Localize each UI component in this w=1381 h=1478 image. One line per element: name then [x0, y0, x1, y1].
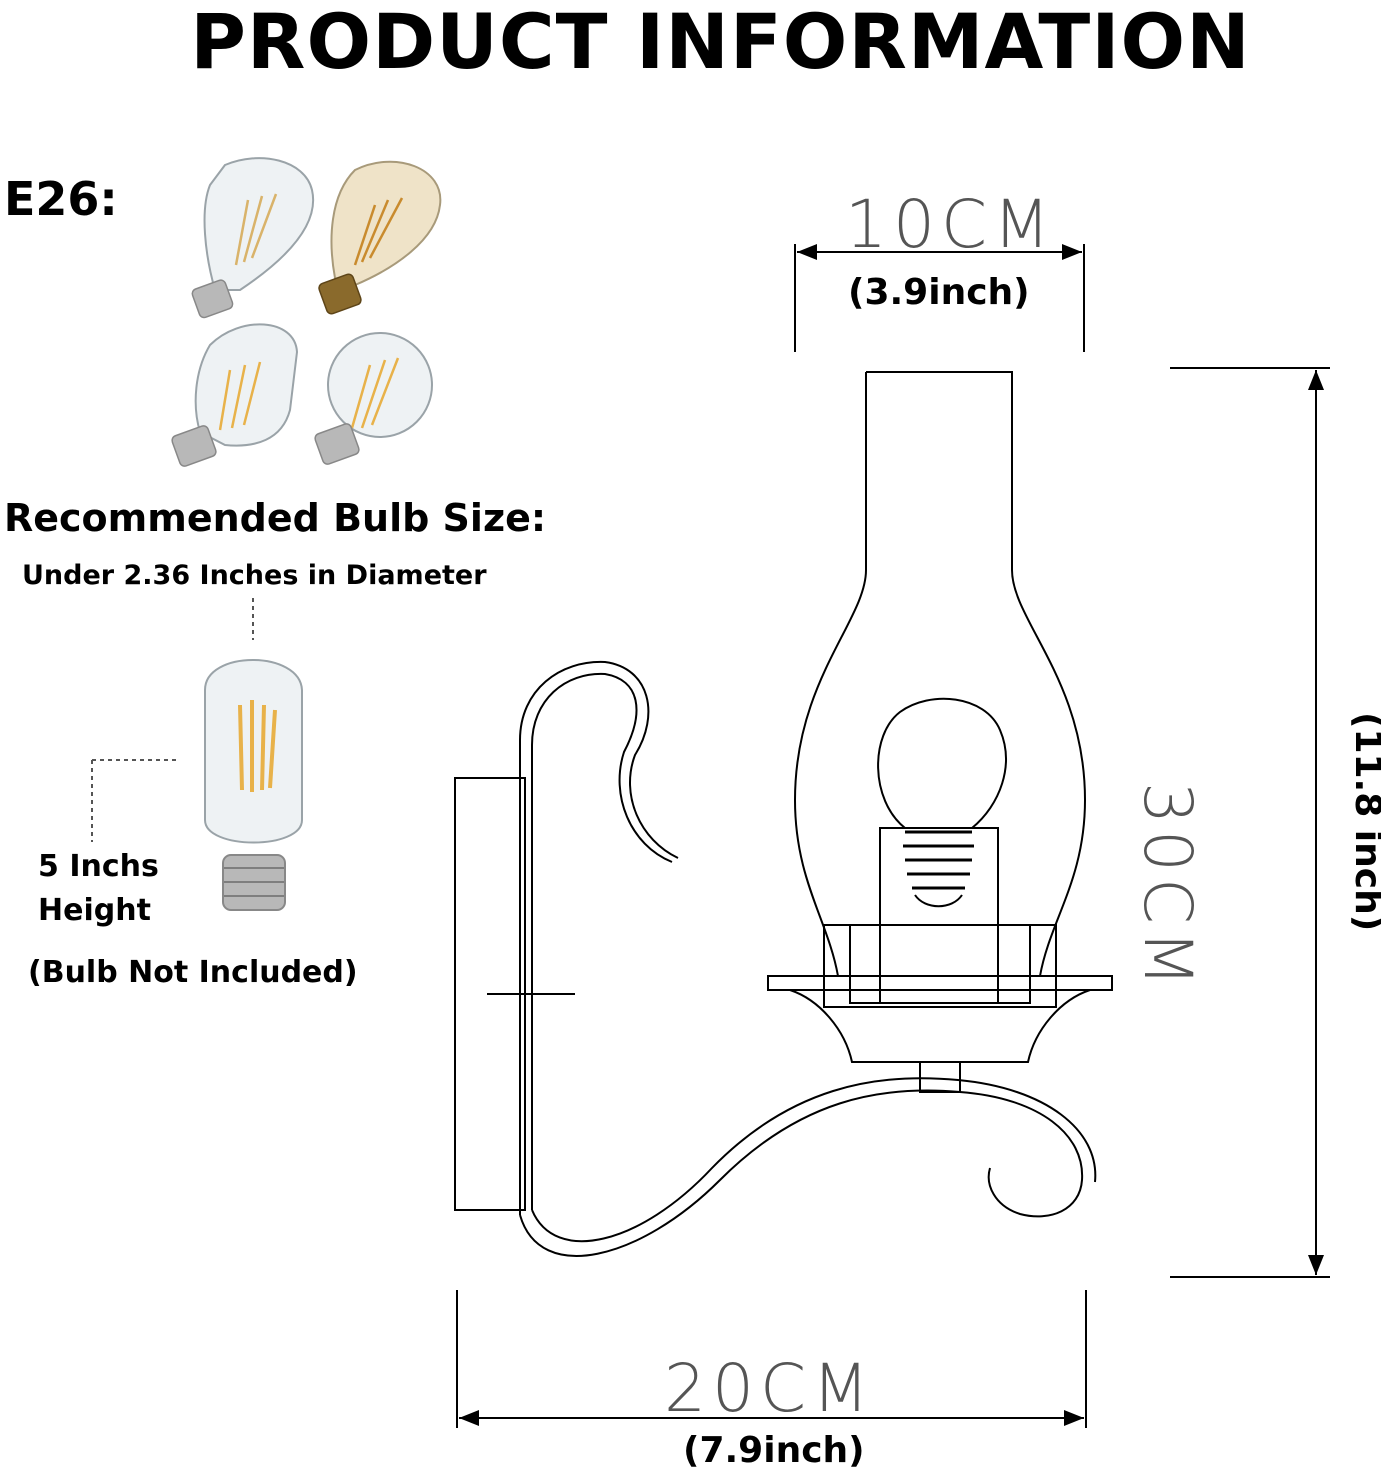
- bulb-size-heading: Recommended Bulb Size:: [4, 496, 547, 540]
- scroll-arm-top: [519, 660, 679, 859]
- recommended-bulb-icon: [91, 598, 303, 911]
- side-dimension: [1170, 367, 1330, 1278]
- bulb-not-included-note: (Bulb Not Included): [28, 955, 358, 990]
- bulb-icon-t45: [171, 323, 299, 467]
- socket-type-label: E26:: [4, 172, 118, 226]
- bulb-diameter-text: Under 2.36 Inches in Diameter: [22, 560, 487, 591]
- bottom-dimension-imperial: (7.9inch): [683, 1430, 865, 1471]
- bulb-icon-st64-amber: [318, 160, 442, 315]
- top-dimension-imperial: (3.9inch): [848, 272, 1030, 313]
- glass-chimney: [793, 371, 1087, 977]
- bulb-icon-st64-clear: [191, 157, 315, 319]
- wall-sconce-drawing: [454, 371, 1113, 1257]
- socket-cup: [823, 924, 1057, 1008]
- bulb-height-text: 5 Inchs Height: [38, 845, 159, 933]
- bottom-dimension-metric: 20CM: [664, 1350, 876, 1427]
- page-title: PRODUCT INFORMATION: [190, 0, 1251, 86]
- bulb-height-line2: Height: [38, 893, 151, 928]
- scroll-arm-bottom: [519, 1089, 1084, 1257]
- side-dimension-imperial: (11.8 inch): [1347, 712, 1381, 932]
- top-dimension: [794, 244, 1085, 352]
- bobeche: [767, 975, 1113, 991]
- bulb-height-line1: 5 Inchs: [38, 849, 159, 884]
- lamp-bulb: [877, 697, 1007, 829]
- lamp-stem: [919, 1061, 961, 1093]
- bulb-icon-a19: [314, 332, 433, 465]
- bottom-dimension: [456, 1290, 1087, 1428]
- top-dimension-metric: 10CM: [845, 186, 1057, 263]
- side-dimension-metric: 30CM: [1129, 782, 1206, 994]
